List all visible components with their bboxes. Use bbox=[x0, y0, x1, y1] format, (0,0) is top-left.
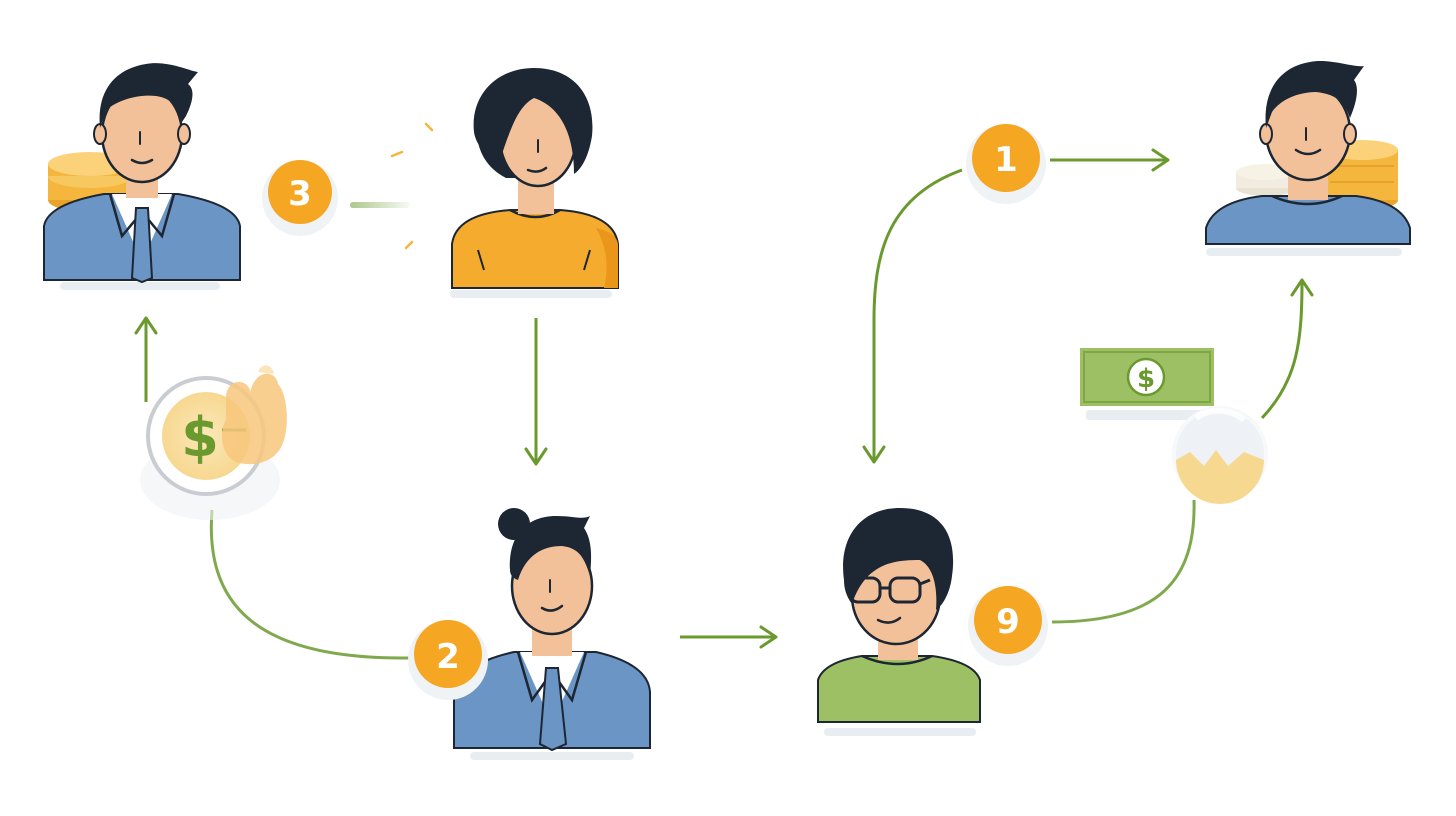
bill-dollar-symbol: $ bbox=[1137, 364, 1155, 394]
glasses-icon bbox=[848, 576, 931, 604]
step-badge-1: 1 bbox=[966, 124, 1046, 204]
faded-line-step-3 bbox=[350, 202, 410, 208]
dollar-coin-icon: $ bbox=[140, 365, 287, 520]
person-woman-orange bbox=[390, 68, 619, 298]
arrow-curve-step-1-down bbox=[862, 168, 963, 464]
curve-step-9-to-coin bbox=[1051, 499, 1196, 624]
person-suit-man-bottom bbox=[453, 508, 651, 760]
hand-icon bbox=[221, 365, 287, 465]
step-badge-2: 2 bbox=[408, 620, 488, 700]
step-2-label: 2 bbox=[436, 637, 460, 677]
glowing-coin-icon bbox=[1172, 406, 1268, 504]
coin-dollar-symbol: $ bbox=[181, 406, 219, 469]
person-with-glasses bbox=[817, 508, 981, 736]
step-3-label: 3 bbox=[288, 174, 312, 214]
step-badge-3: 3 bbox=[262, 160, 338, 236]
arrow-curve-up-right bbox=[1260, 278, 1314, 420]
person-suit-man-top-left bbox=[43, 63, 241, 290]
person-man-top-right bbox=[1205, 61, 1411, 256]
dollar-bill-icon: $ bbox=[1080, 348, 1214, 420]
step-9-label: 9 bbox=[996, 602, 1020, 642]
sparkle-decoration bbox=[390, 122, 434, 250]
curve-coin-to-step-2 bbox=[209, 509, 411, 660]
step-badge-9: 9 bbox=[968, 586, 1048, 666]
step-1-label: 1 bbox=[994, 140, 1018, 180]
connectors bbox=[134, 148, 1314, 660]
